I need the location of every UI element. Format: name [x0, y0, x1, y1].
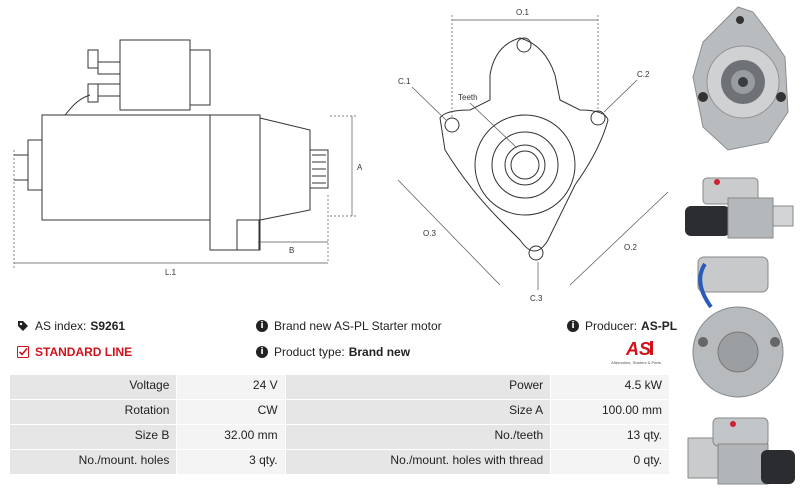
spec-value: 3 qty.	[176, 449, 286, 475]
dim-label-c1: C.1	[398, 77, 411, 86]
as-index: AS index: S9261	[17, 319, 125, 333]
info-icon: i	[256, 320, 268, 332]
dim-label-o2: O.2	[624, 243, 637, 252]
as-logo: AS Alternators, Starters & Parts	[611, 339, 661, 365]
technical-drawing: A B L.1 O.1 C.1 C.2 Teeth O.3 O.2 C.3	[13, 8, 669, 303]
spec-key: No./mount. holes	[8, 449, 178, 475]
dim-label-o1: O.1	[516, 8, 529, 17]
producer-label: Producer:	[585, 319, 638, 333]
spec-value: 0 qty.	[550, 449, 670, 475]
product-photo-rear[interactable]	[683, 252, 798, 402]
spec-value: 4.5 kW	[550, 374, 670, 400]
producer: i Producer: AS-PL	[567, 319, 677, 333]
dim-label-c3: C.3	[530, 294, 543, 303]
spec-key: Power	[284, 374, 552, 400]
spec-key: No./mount. holes with thread	[284, 449, 552, 475]
standard-line-label: STANDARD LINE	[35, 345, 133, 359]
logo-mark: AS	[625, 339, 651, 359]
product-photo-side[interactable]	[683, 168, 798, 243]
dim-label-teeth: Teeth	[458, 93, 478, 102]
checkbox-icon	[17, 346, 29, 358]
producer-value: AS-PL	[641, 319, 678, 333]
spec-key: Rotation	[8, 399, 178, 425]
info-icon: i	[256, 346, 268, 358]
info-icon: i	[567, 320, 579, 332]
as-index-value: S9261	[90, 319, 126, 333]
dim-label-o3: O.3	[423, 229, 436, 238]
product-type-label: Product type:	[274, 345, 345, 359]
tag-icon	[18, 321, 28, 331]
dim-label-a: A	[357, 163, 363, 172]
spec-key: Voltage	[8, 374, 178, 400]
spec-value: CW	[176, 399, 286, 425]
description-text: Brand new AS-PL Starter motor	[274, 319, 442, 333]
side-view-drawing	[14, 39, 329, 251]
side-view-dimensions	[13, 115, 356, 268]
as-index-label: AS index:	[35, 319, 87, 333]
front-view-drawing	[439, 37, 609, 261]
spec-value: 13 qty.	[550, 424, 670, 450]
spec-key: Size B	[8, 424, 178, 450]
product-photo-front[interactable]	[683, 2, 798, 160]
logo-tagline: Alternators, Starters & Parts	[611, 360, 661, 365]
spec-value: 24 V	[176, 374, 286, 400]
spec-key: No./teeth	[284, 424, 552, 450]
standard-line: STANDARD LINE	[17, 345, 132, 359]
product-type-value: Brand new	[348, 345, 411, 359]
spec-value: 32.00 mm	[176, 424, 286, 450]
spec-key: Size A	[284, 399, 552, 425]
spec-value: 100.00 mm	[550, 399, 670, 425]
front-view-dimensions	[397, 15, 669, 290]
product-description: i Brand new AS-PL Starter motor	[256, 319, 442, 333]
dim-label-b: B	[289, 246, 294, 255]
product-type: i Product type: Brand new	[256, 345, 410, 359]
dim-label-l1: L.1	[165, 268, 177, 277]
product-photo-side-2[interactable]	[683, 410, 798, 490]
dim-label-c2: C.2	[637, 70, 650, 79]
